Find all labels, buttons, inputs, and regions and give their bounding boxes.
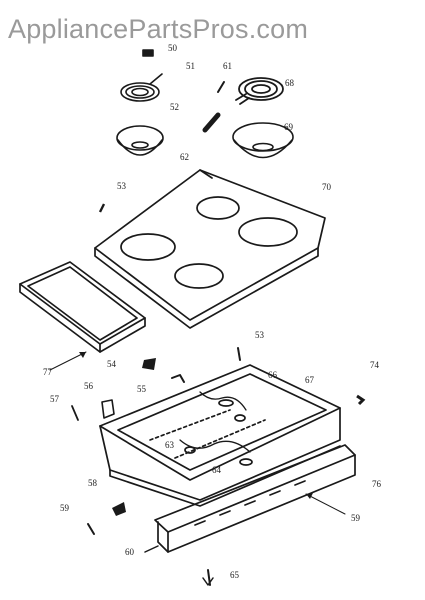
part-label: 58	[88, 478, 98, 488]
surface-element-large	[235, 77, 284, 105]
part-label: 70	[322, 182, 332, 192]
part-label: 50	[168, 43, 178, 53]
part-label: 77	[43, 367, 53, 377]
part-label: 76	[372, 479, 382, 489]
top-lid-panel	[19, 261, 146, 353]
main-top	[94, 169, 326, 329]
part-label: 55	[137, 384, 147, 394]
drip-bowl-large	[232, 122, 294, 159]
leader-77	[49, 351, 87, 371]
drip-bowl-small	[116, 125, 164, 156]
burner-box	[99, 364, 341, 507]
part-label: 61	[223, 61, 232, 71]
part-label: 62	[180, 152, 189, 162]
part-labels: 50 51 61 68 52 69 62 53 70 77 53 54 55 6…	[43, 43, 382, 580]
part-label: 74	[370, 360, 380, 370]
terminal-block	[202, 81, 225, 133]
screw-top	[98, 203, 106, 213]
part-label: 63	[165, 440, 175, 450]
surface-element-small	[120, 49, 163, 102]
part-label: 66	[268, 370, 278, 380]
part-label: 60	[125, 547, 135, 557]
part-label: 65	[230, 570, 240, 580]
part-label: 59	[60, 503, 70, 513]
front-trim	[154, 444, 356, 553]
part-label: 53	[255, 330, 265, 340]
part-label: 67	[305, 375, 315, 385]
part-label: 64	[212, 465, 222, 475]
part-label: 59	[351, 513, 361, 523]
part-label: 56	[84, 381, 94, 391]
part-label: 54	[107, 359, 117, 369]
wiring-harness	[179, 391, 251, 453]
small-hardware	[71, 347, 366, 421]
part-label: 52	[170, 102, 179, 112]
lower-hardware	[87, 502, 214, 586]
part-label: 68	[285, 78, 295, 88]
part-label: 51	[186, 61, 195, 71]
part-label: 57	[50, 394, 60, 404]
part-label: 69	[284, 122, 294, 132]
part-label: 53	[117, 181, 127, 191]
watermark-text: AppliancePartsPros.com	[8, 14, 309, 44]
leader-59	[305, 493, 346, 515]
